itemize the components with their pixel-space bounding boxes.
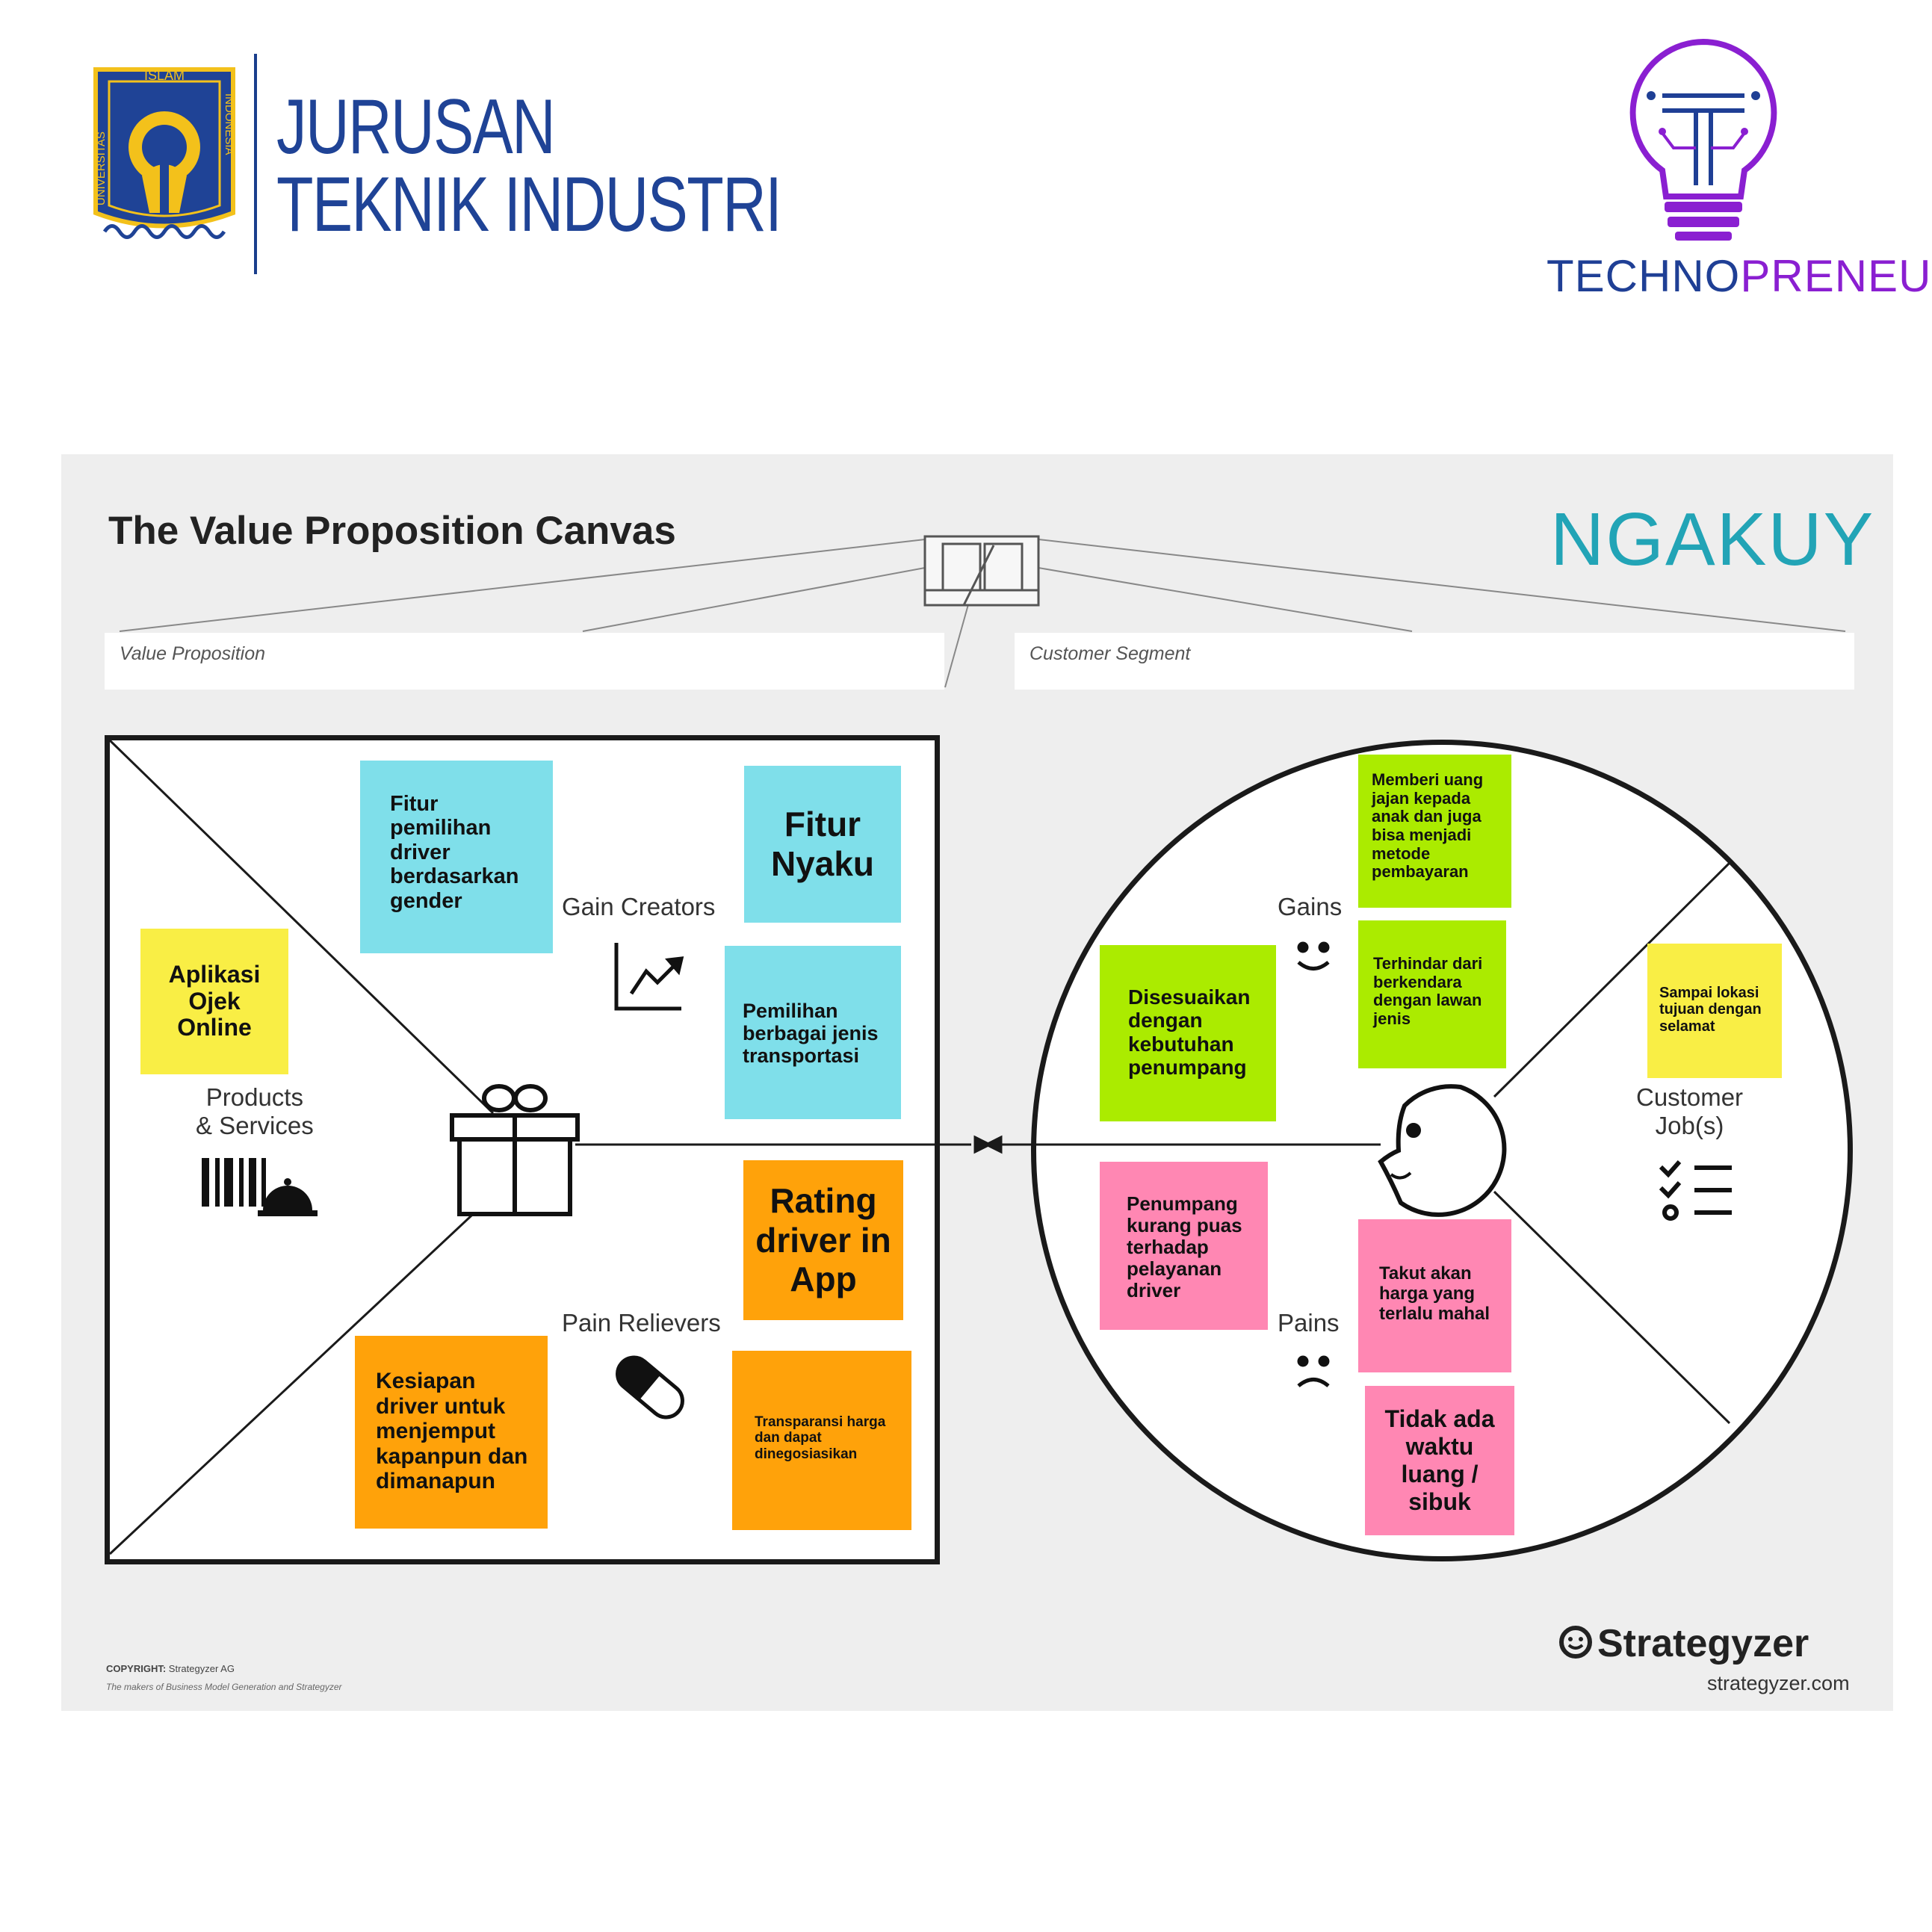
strategyzer-wordmark: Strategyzer (1558, 1621, 1809, 1669)
department-line-2: TEKNIK INDUSTRI (276, 161, 782, 248)
technopreneur-word-part1: TECHNO (1546, 251, 1741, 301)
note-disesuaikan: Disesuaikan dengan kebutuhan penumpang (1100, 945, 1276, 1121)
note-aplikasi-ojek: Aplikasi Ojek Online (140, 929, 288, 1074)
copyright-label: COPYRIGHT: (106, 1663, 167, 1674)
copyright-subtitle: The makers of Business Model Generation … (106, 1682, 342, 1692)
strategyzer-name: Strategyzer (1597, 1622, 1809, 1665)
note-memberi-uang: Memberi uang jajan kepada anak dan juga … (1358, 755, 1511, 908)
uii-seal-logo: ISLAM UNIVERSITAS INDONESIA (90, 64, 239, 265)
header-divider (254, 54, 257, 274)
technopreneur-word-part2: PRENEUR (1740, 251, 1932, 301)
technopreneur-wordmark: TECHNOPRENEUR (1546, 250, 1932, 302)
note-penumpang-kurang-puas: Penumpang kurang puas terhadap pelayanan… (1100, 1162, 1268, 1330)
copyright-line: COPYRIGHT: Strategyzer AG (106, 1663, 235, 1674)
note-transparansi-harga: Transparansi harga dan dapat dinegosiasi… (732, 1351, 911, 1530)
seal-text-top: ISLAM (144, 68, 185, 83)
note-terhindar: Terhindar dari berkendara dengan lawan j… (1358, 920, 1506, 1068)
note-kesiapan-driver: Kesiapan driver untuk menjemput kapanpun… (355, 1336, 548, 1529)
note-rating-driver: Rating driver in App (743, 1160, 903, 1320)
note-pemilihan-transportasi: Pemilihan berbagai jenis transportasi (725, 946, 901, 1119)
note-tidak-ada-waktu: Tidak ada waktu luang / sibuk (1365, 1386, 1514, 1535)
gain-creators-label: Gain Creators (562, 893, 716, 920)
gains-label: Gains (1278, 893, 1343, 920)
brand-name: NGAKUY (1550, 498, 1875, 581)
value-proposition-label: Value Proposition (120, 643, 266, 664)
customer-segment-label: Customer Segment (1030, 643, 1191, 664)
note-sampai-lokasi: Sampai lokasi tujuan dengan selamat (1647, 944, 1782, 1078)
strategyzer-logo-icon (1558, 1624, 1593, 1669)
products-services-label: Products & Services (196, 1083, 314, 1140)
light-bulb-circuit-icon (1629, 38, 1777, 241)
seal-text-left: UNIVERSITAS (95, 131, 108, 205)
technopreneur-logo (1621, 36, 1786, 245)
note-fitur-nyaku: Fitur Nyaku (744, 766, 901, 923)
note-fitur-pemilihan-driver: Fitur pemilihan driver berdasarkan gende… (360, 761, 553, 953)
uii-seal-icon: ISLAM UNIVERSITAS INDONESIA (93, 67, 235, 239)
customer-jobs-label: Customer Job(s) (1636, 1083, 1744, 1140)
strategyzer-url: strategyzer.com (1707, 1672, 1850, 1694)
pain-relievers-label: Pain Relievers (562, 1309, 721, 1337)
customer-segment-strip: Customer Segment (1015, 633, 1854, 690)
value-proposition-strip: Value Proposition (105, 633, 944, 690)
note-takut-harga: Takut akan harga yang terlalu mahal (1358, 1219, 1511, 1372)
copyright-owner: Strategyzer AG (168, 1663, 235, 1674)
seal-text-right: INDONESIA (223, 93, 235, 155)
department-line-1: JURUSAN (276, 84, 556, 170)
canvas-title: The Value Proposition Canvas (108, 509, 676, 553)
pains-label: Pains (1278, 1309, 1340, 1337)
